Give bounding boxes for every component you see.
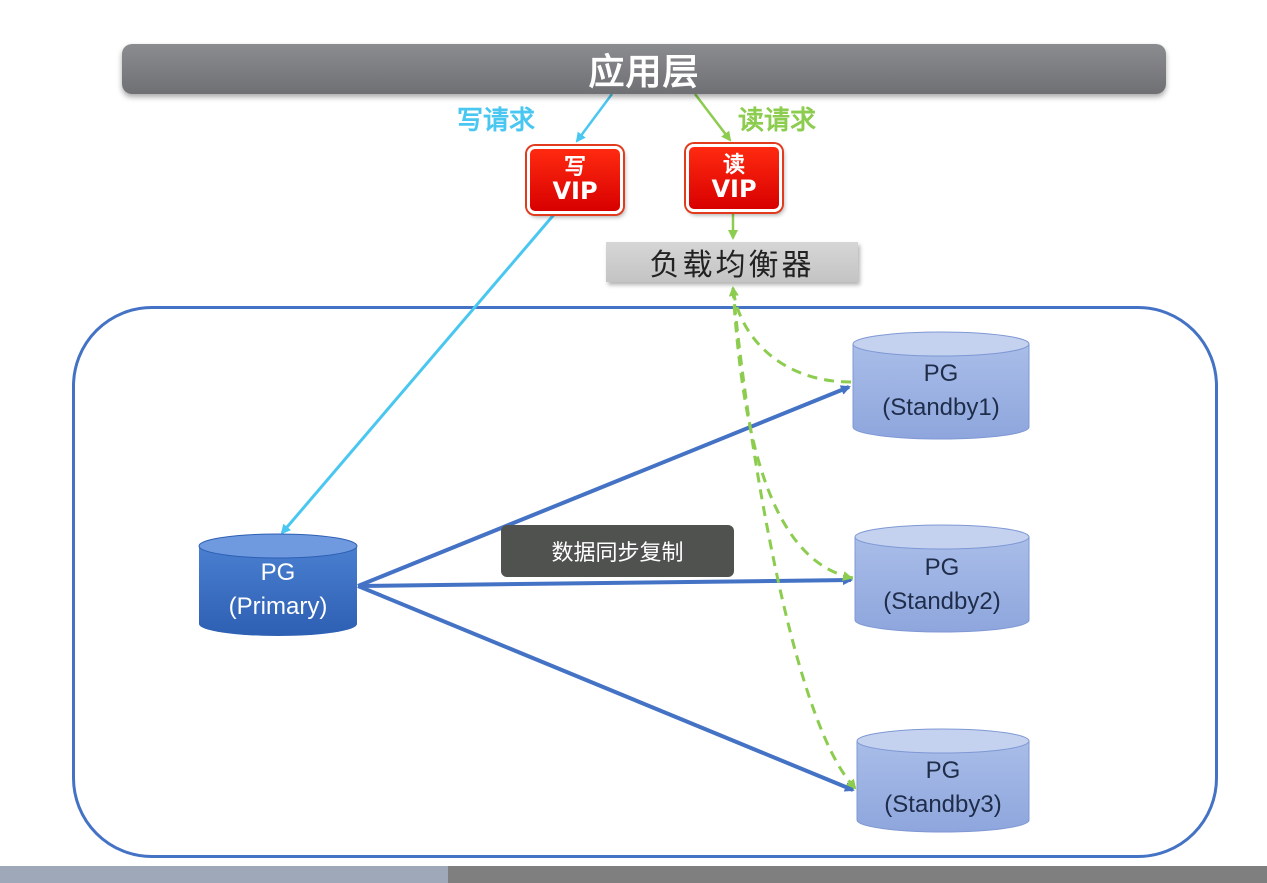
standby2-db-line2: (Standby2) xyxy=(883,588,1001,615)
read-vip-line2: VIP xyxy=(711,174,757,203)
primary-db[interactable] xyxy=(198,533,358,636)
write-vip-to-primary-arrow xyxy=(280,210,559,535)
standby2-db-line1: PG xyxy=(924,554,960,581)
standby1-db[interactable] xyxy=(852,331,1030,440)
standby1-db-label: PG (Standby1) xyxy=(853,357,1029,427)
read-request-label: 读请求 xyxy=(738,106,817,136)
primary-db-line1: PG xyxy=(260,559,296,586)
write-vip[interactable]: 写 VIP xyxy=(527,146,623,214)
cluster-frame xyxy=(72,306,1218,858)
app-layer-bar: 应用层 xyxy=(122,44,1166,94)
lb-link-standby1 xyxy=(728,286,852,384)
read-vip-line1: 读 xyxy=(722,152,745,178)
standby2-db[interactable] xyxy=(854,524,1030,633)
standby1-db-line1: PG xyxy=(923,360,959,387)
standby1-db-line2: (Standby1) xyxy=(882,394,1000,421)
read-request-arrow xyxy=(694,93,732,142)
load-balancer-label: 负载均衡器 xyxy=(649,248,815,283)
app-layer-title: 应用层 xyxy=(588,52,700,93)
primary-db-label: PG (Primary) xyxy=(199,556,357,626)
standby3-db-label: PG (Standby3) xyxy=(857,754,1029,824)
primary-db-line2: (Primary) xyxy=(228,593,328,620)
write-request-arrow xyxy=(575,93,614,143)
replication-arrow-standby2 xyxy=(357,575,853,588)
write-request-label: 写请求 xyxy=(457,106,536,136)
load-balancer[interactable]: 负载均衡器 xyxy=(606,242,858,283)
standby2-db-label: PG (Standby2) xyxy=(855,551,1029,621)
write-vip-line2: VIP xyxy=(552,176,598,205)
replication-arrow-standby1 xyxy=(357,385,851,588)
footer-bar-left xyxy=(0,866,448,883)
standby3-db-line2: (Standby3) xyxy=(884,791,1002,818)
read-vip[interactable]: 读 VIP xyxy=(686,144,782,212)
footer-bar-right xyxy=(448,866,1267,883)
replication-arrow-standby3 xyxy=(357,584,855,792)
sync-replication-text: 数据同步复制 xyxy=(551,541,684,566)
sync-replication-label: 数据同步复制 xyxy=(501,525,734,577)
lb-link-standby2 xyxy=(731,287,854,580)
write-vip-line1: 写 xyxy=(563,154,586,180)
standby3-db-line1: PG xyxy=(925,757,961,784)
standby3-db[interactable] xyxy=(856,728,1030,833)
lb-link-standby3 xyxy=(731,287,857,790)
